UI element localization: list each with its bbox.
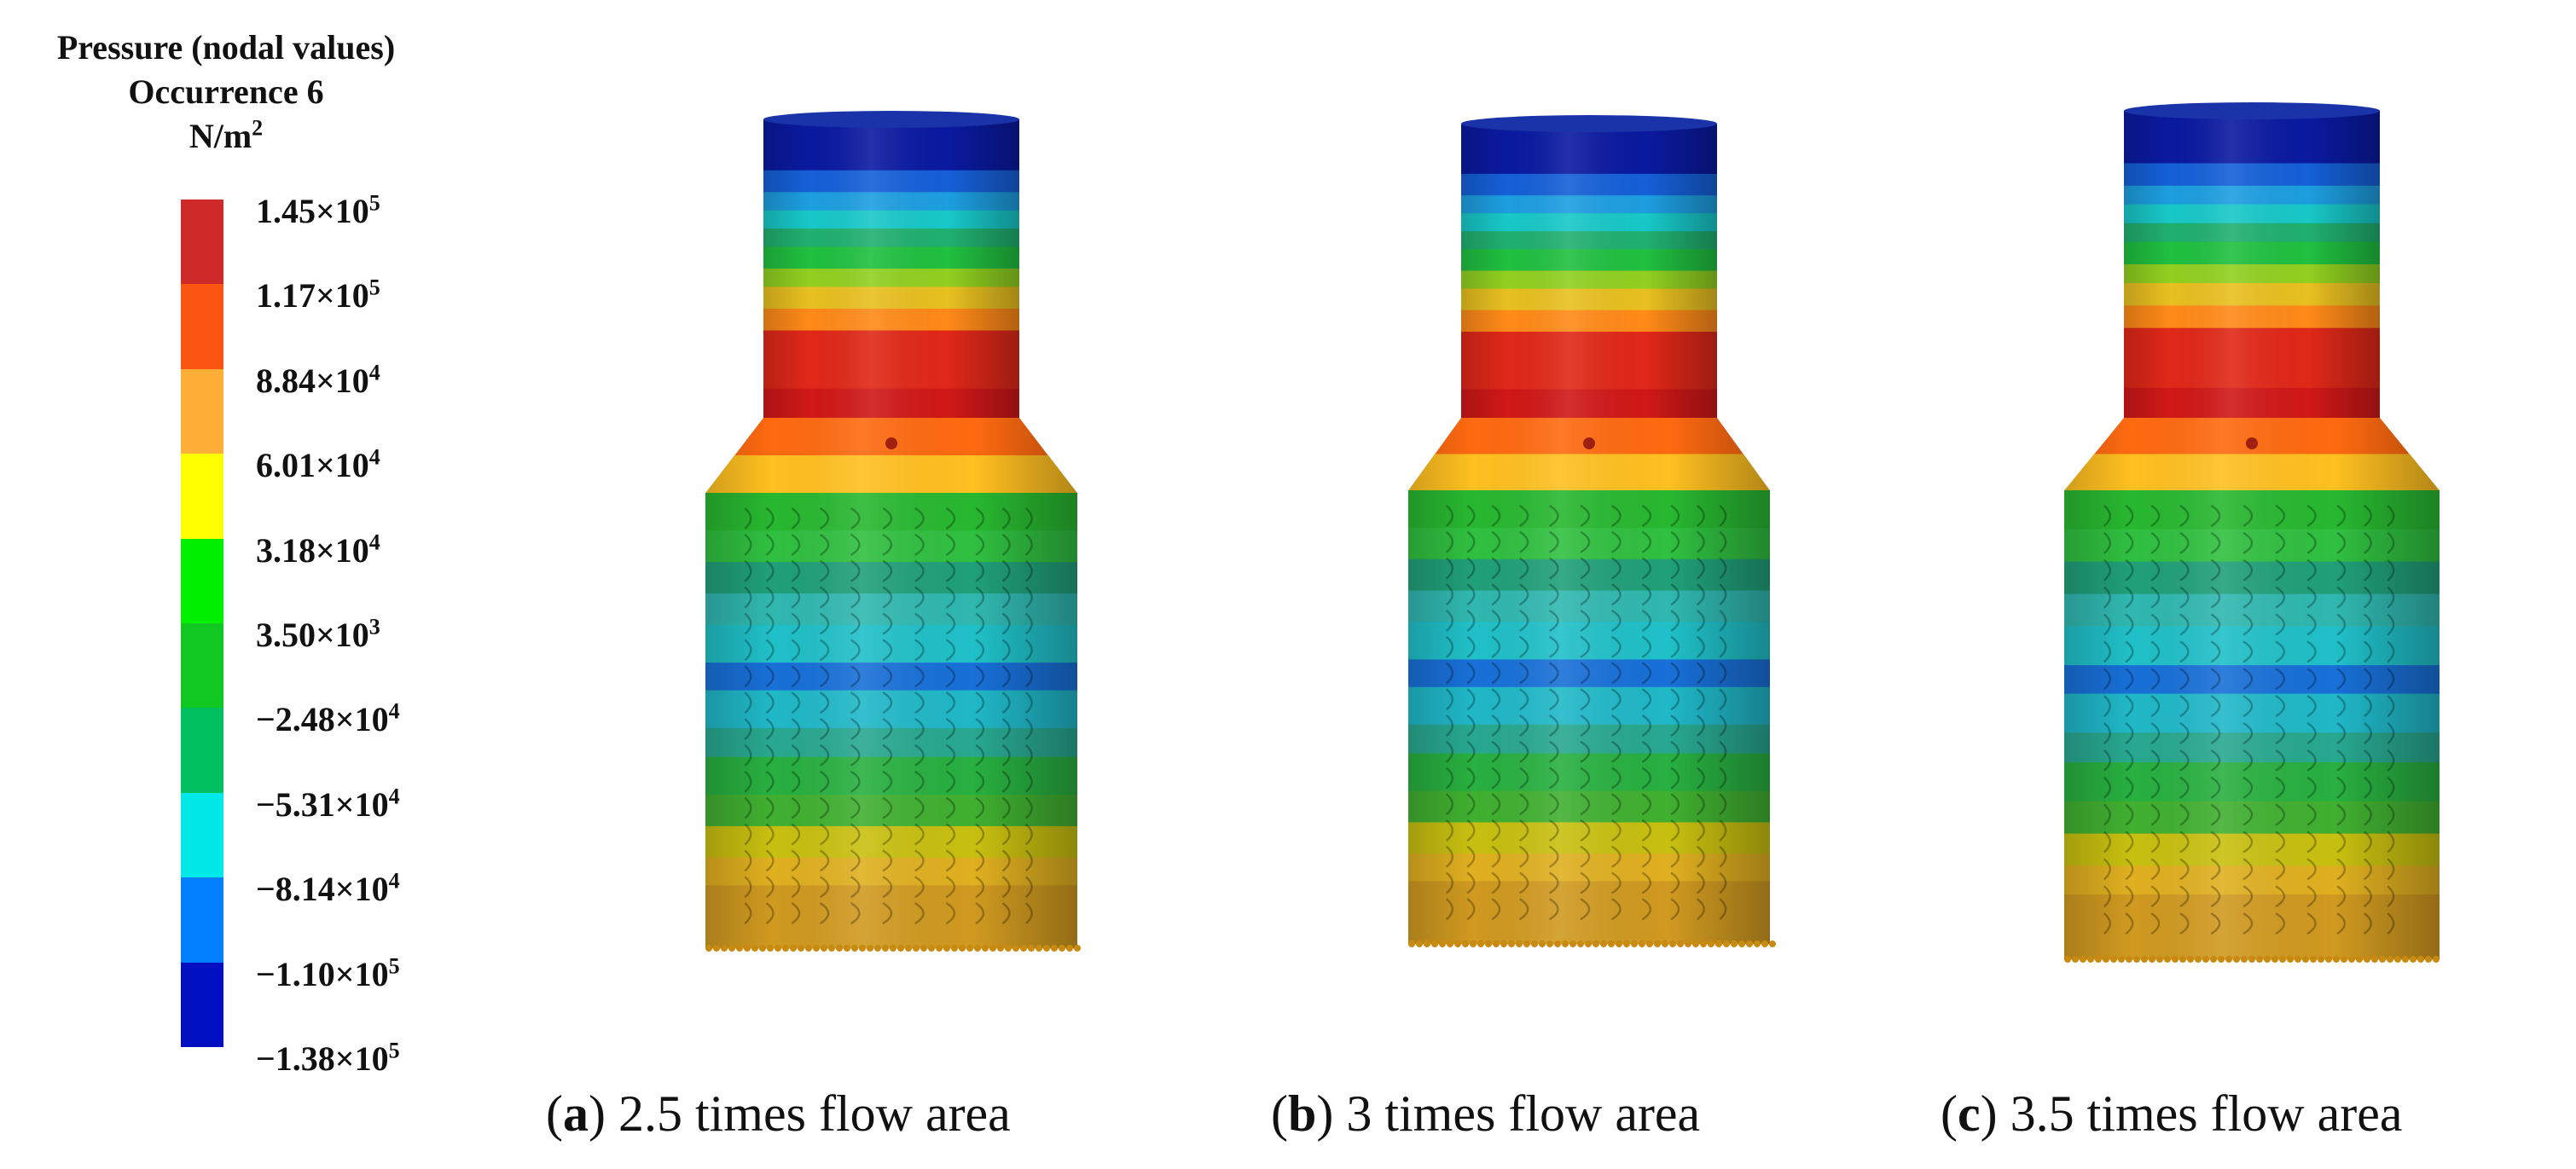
color-bar-tick-label: 1.17×105 — [256, 275, 380, 315]
legend-unit-base: N/m — [189, 117, 252, 155]
color-bar-tick-label: −2.48×104 — [256, 699, 400, 739]
color-bar-tick-label: 6.01×104 — [256, 444, 380, 485]
color-bar-tick-label: −1.38×105 — [256, 1038, 400, 1078]
legend-unit: N/m2 — [17, 114, 435, 159]
color-bar-segment — [181, 877, 223, 963]
color-bar-tick-label: −8.14×104 — [256, 868, 400, 909]
caption-b-text: 3 times flow area — [1346, 1085, 1701, 1142]
caption-a: (a) 2.5 times flow area — [546, 1085, 1011, 1142]
caption-c-text: 3.5 times flow area — [2010, 1085, 2403, 1142]
legend-unit-exp: 2 — [252, 115, 264, 141]
model-c — [2064, 102, 2440, 963]
color-bar-segment — [181, 962, 223, 1048]
color-bar-segment — [181, 792, 223, 878]
color-bar — [181, 200, 223, 1048]
color-bar-segment — [181, 284, 223, 369]
probe-marker — [1583, 437, 1595, 449]
probe-marker — [885, 437, 897, 449]
legend-title-line1: Pressure (nodal values) — [56, 28, 396, 67]
color-bar-tick-label: −5.31×104 — [256, 784, 400, 824]
caption-a-letter: a — [562, 1085, 589, 1142]
color-bar-segment — [181, 623, 223, 709]
caption-a-text: 2.5 times flow area — [618, 1085, 1011, 1142]
color-bar-tick-label: 3.50×103 — [256, 614, 380, 654]
model-a — [705, 111, 1081, 952]
color-bar-segment — [181, 368, 223, 454]
model-b — [1408, 115, 1776, 947]
legend-title: Pressure (nodal values) Occurrence 6 N/m… — [17, 26, 435, 159]
color-bar-tick-label: 8.84×104 — [256, 360, 380, 400]
color-bar-segment — [181, 538, 223, 624]
legend-title-line2: Occurrence 6 — [128, 72, 324, 111]
color-bar-tick-label: 1.45×105 — [256, 190, 380, 230]
color-bar-segment — [181, 708, 223, 793]
color-bar-tick-label: −1.10×105 — [256, 953, 400, 993]
caption-c-letter: c — [1957, 1085, 1981, 1142]
caption-b: (b) 3 times flow area — [1271, 1085, 1701, 1142]
color-bar-tick-label: 3.18×104 — [256, 530, 380, 570]
color-bar-segment — [181, 200, 223, 285]
caption-b-letter: b — [1287, 1085, 1317, 1142]
color-bar-segment — [181, 454, 223, 539]
caption-c: (c) 3.5 times flow area — [1941, 1085, 2403, 1142]
probe-marker — [2246, 437, 2258, 449]
